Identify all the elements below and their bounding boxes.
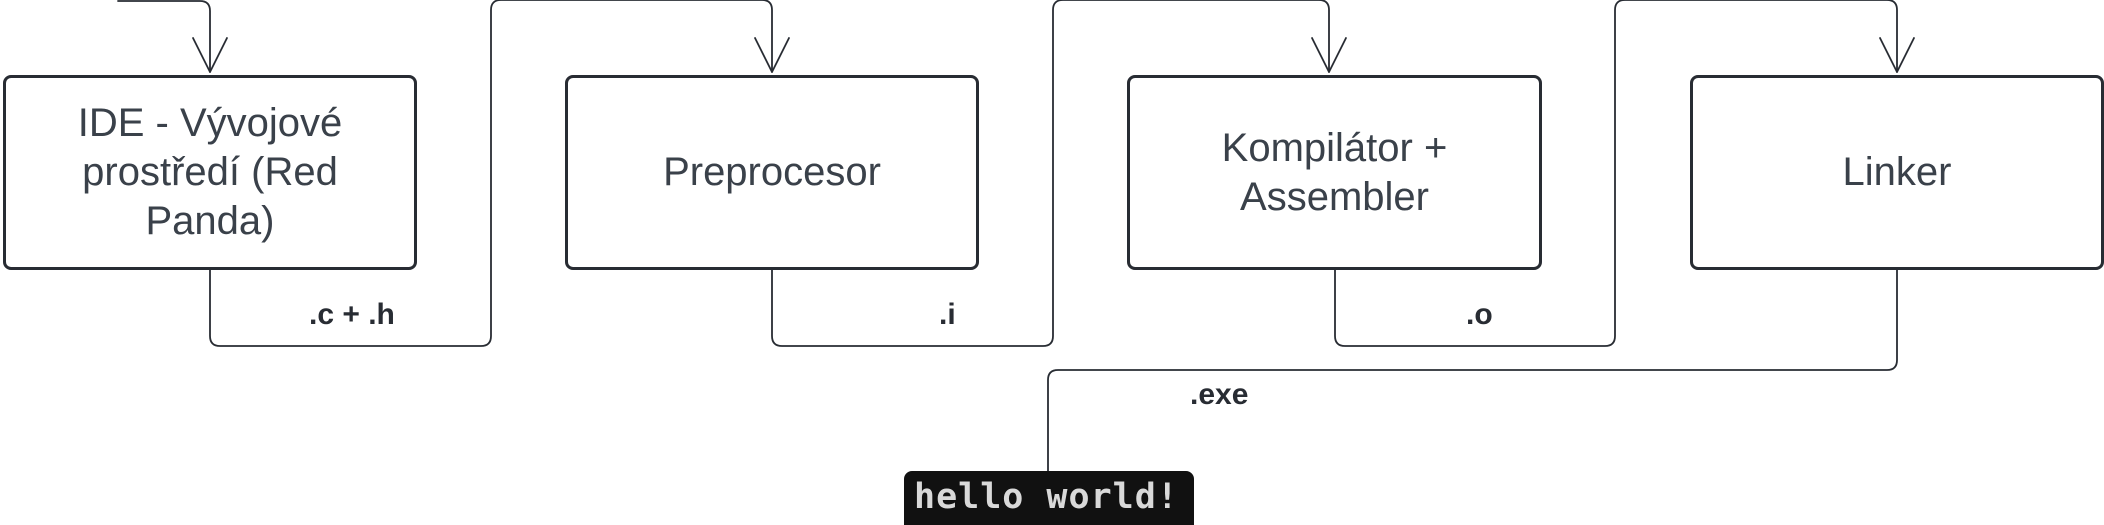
edge-label-c-h: .c + .h (309, 298, 395, 331)
node-preprocesor: Preprocesor (565, 75, 979, 270)
node-linker-label: Linker (1842, 150, 1952, 194)
terminal-output: hello world! (904, 471, 1194, 525)
connector-linker-to-output (1047, 269, 1898, 473)
node-kompilator: Kompilátor + Assembler (1127, 75, 1542, 270)
node-ide-label: IDE - Vývojové prostředí (Red Panda) (77, 101, 343, 243)
node-linker: Linker (1690, 75, 2104, 270)
edge-label-i: .i (939, 298, 956, 331)
edge-label-o: .o (1466, 298, 1493, 331)
node-kompilator-label: Kompilátor + Assembler (1221, 125, 1448, 219)
node-preprocesor-label: Preprocesor (663, 150, 881, 194)
arrowhead-ide (192, 37, 228, 73)
arrowhead-linker (1879, 37, 1915, 73)
node-ide: IDE - Vývojové prostředí (Red Panda) (3, 75, 417, 270)
connector-kompilator-to-linker (1334, 0, 1898, 347)
edge-label-exe: .exe (1190, 378, 1249, 411)
incoming-connector (117, 0, 211, 73)
terminal-output-text: hello world! (914, 477, 1179, 517)
arrowhead-preprocesor (754, 37, 790, 73)
connector-preprocesor-to-kompilator (771, 0, 1330, 347)
arrowhead-kompilator (1311, 37, 1347, 73)
connector-ide-to-preprocesor (209, 0, 773, 347)
